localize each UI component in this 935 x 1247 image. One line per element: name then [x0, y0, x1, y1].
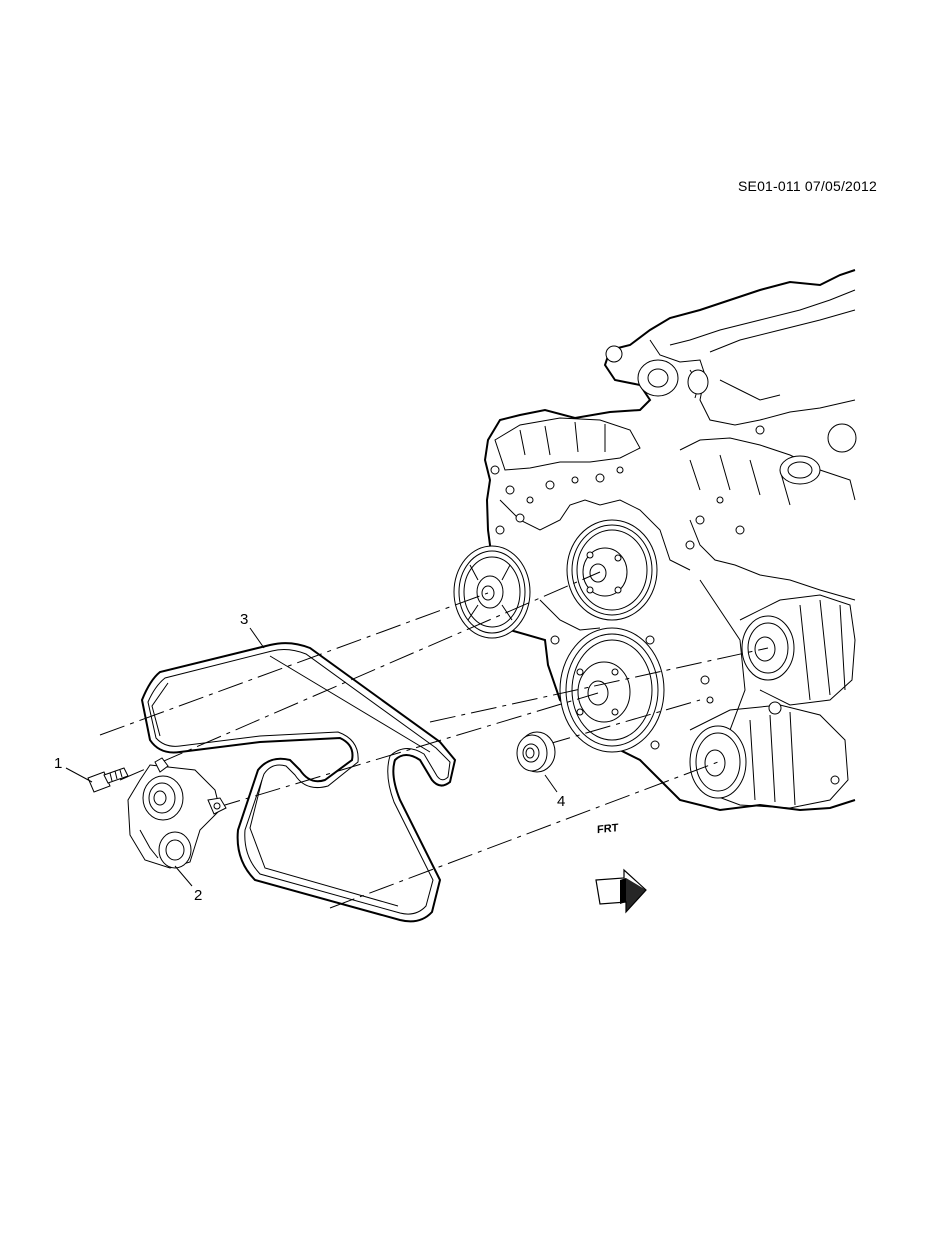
- idler-pulley: [516, 731, 556, 773]
- alignment-lines: [99, 571, 769, 909]
- tensioner-bolt: [87, 767, 129, 793]
- drive-belt: [140, 642, 457, 923]
- ac-compressor: [689, 701, 849, 809]
- diagram-reference-code: SE01-011 07/05/2012: [738, 178, 877, 194]
- callout-1-label: 1: [54, 755, 62, 772]
- power-steering-pulley: [453, 545, 531, 639]
- callout-3: 3: [240, 611, 265, 649]
- callout-2: 2: [174, 865, 202, 904]
- front-arrow-icon: FRT: [595, 822, 647, 914]
- callout-2-label: 2: [194, 887, 202, 904]
- callout-3-label: 3: [240, 611, 248, 628]
- callout-4: 4: [544, 774, 565, 810]
- callout-1: 1: [54, 755, 93, 783]
- callout-4-label: 4: [557, 793, 565, 810]
- water-pump-pulley: [566, 519, 658, 621]
- front-indicator-label: FRT: [597, 822, 619, 836]
- generator: [739, 594, 856, 706]
- crankshaft-balancer: [559, 627, 665, 753]
- drive-belt-tensioner: [127, 757, 227, 869]
- engine-assembly: [453, 269, 857, 812]
